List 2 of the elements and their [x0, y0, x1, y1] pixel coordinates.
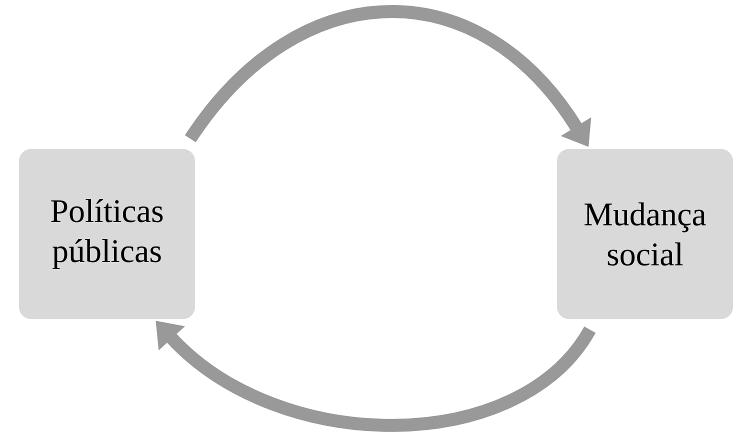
- process-box: Políticas públicas: [19, 149, 195, 319]
- process-box: Mudança social: [557, 149, 733, 319]
